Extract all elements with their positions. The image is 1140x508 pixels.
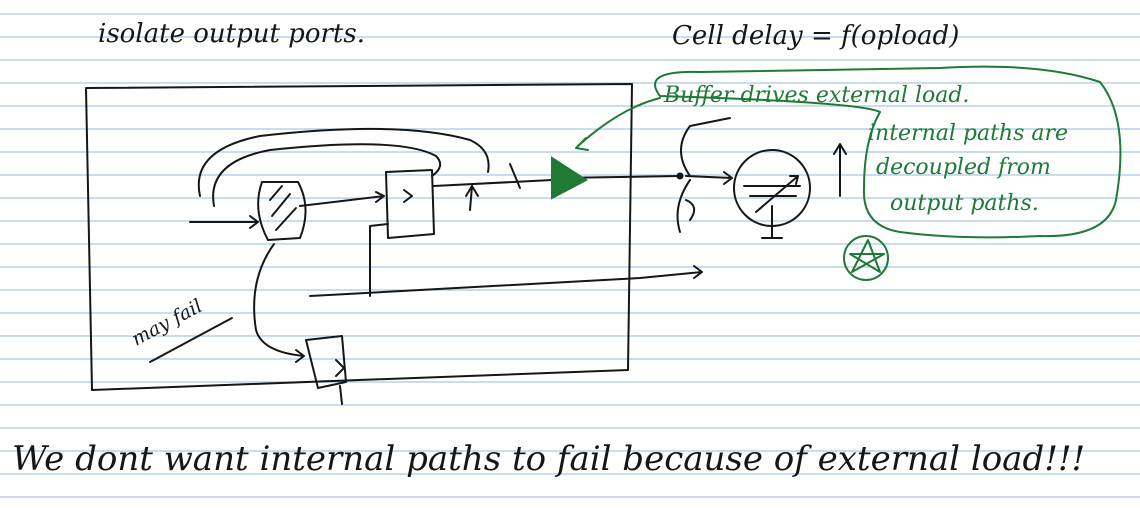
port-branch-wires bbox=[676, 117, 733, 233]
heading-cell-delay: Cell delay = f(opload) bbox=[672, 21, 959, 51]
bottom-flop-clock bbox=[335, 359, 345, 405]
feedback-loop-inner bbox=[212, 143, 442, 207]
flop-clock-arrow bbox=[403, 189, 413, 203]
green-note-line-3: output paths. bbox=[890, 191, 1039, 216]
internal-long-wire bbox=[309, 265, 703, 297]
output-port-dot bbox=[676, 172, 684, 180]
buffer-callout-text: Buffer drives external load. bbox=[663, 83, 969, 108]
feedback-loop-outer bbox=[197, 127, 490, 197]
output-buffer bbox=[551, 156, 588, 200]
green-note-line-2: decoupled from bbox=[876, 155, 1051, 180]
heading-isolate-output-ports: isolate output ports. bbox=[98, 19, 365, 49]
input-arrow bbox=[189, 215, 259, 229]
flop-to-flop-wire bbox=[299, 191, 385, 207]
bottom-flop bbox=[305, 335, 347, 389]
external-load-plates bbox=[743, 175, 801, 239]
may-fail-underline bbox=[149, 317, 233, 363]
load-upward-arrow bbox=[833, 143, 847, 197]
internal-path-down bbox=[253, 243, 305, 363]
ruled-lines bbox=[0, 13, 1140, 498]
input-flop bbox=[257, 181, 307, 241]
green-star-doodle bbox=[843, 235, 889, 281]
internal-feedback-wire bbox=[369, 223, 389, 297]
green-star-lines bbox=[849, 239, 885, 273]
design-block-outline bbox=[85, 83, 633, 391]
green-note-outline bbox=[654, 65, 1122, 239]
annotation-may-fail: may fail bbox=[128, 295, 206, 350]
buffer-pointer-arrow bbox=[575, 97, 661, 151]
green-note-line-1: internal paths are bbox=[868, 121, 1068, 146]
output-wire-slash bbox=[509, 163, 521, 189]
input-flop-hatch bbox=[269, 185, 297, 231]
internal-path-arrow bbox=[465, 185, 479, 211]
internal-flop bbox=[385, 169, 435, 239]
bottom-statement: We dont want internal paths to fail beca… bbox=[12, 439, 1085, 479]
